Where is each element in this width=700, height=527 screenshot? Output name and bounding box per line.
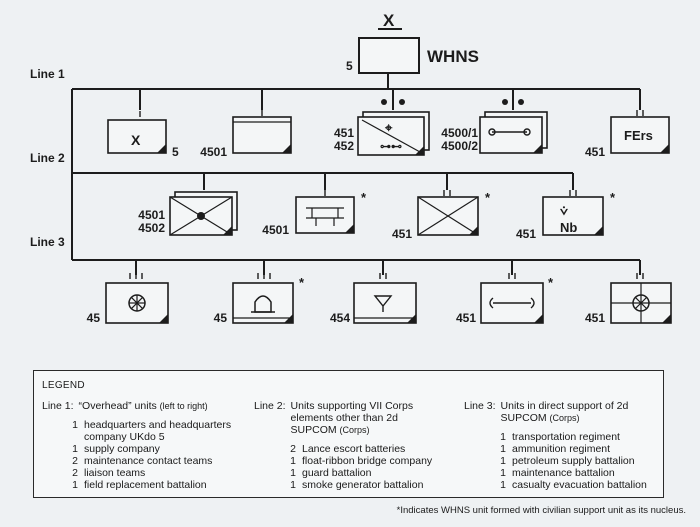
legend-title: LEGEND bbox=[42, 380, 85, 391]
team-dot bbox=[518, 99, 524, 105]
unit-code: 454 bbox=[330, 311, 350, 325]
legend-line1-tag: Line 1: bbox=[42, 400, 74, 412]
unit-inner-label: FErs bbox=[624, 128, 653, 143]
line-label: Line 2 bbox=[30, 151, 65, 165]
legend-line3-heading: Units in direct support of 2d SUPCOM bbox=[500, 400, 629, 424]
team-dot bbox=[381, 99, 387, 105]
civilian-star: * bbox=[610, 190, 616, 205]
legend-line2-heading: Units supporting VII Corps elements othe… bbox=[290, 400, 414, 436]
unit-code: 451 bbox=[334, 126, 354, 140]
civilian-star: * bbox=[485, 190, 491, 205]
legend-column-line1: Line 1: “Overhead” units (left to right)… bbox=[42, 400, 252, 491]
legend-box: LEGEND Line 1: “Overhead” units (left to… bbox=[33, 370, 664, 498]
unit-box-replacement bbox=[610, 116, 670, 154]
unit-code: 4501 bbox=[200, 145, 227, 159]
civilian-star: * bbox=[299, 275, 305, 290]
corner-mark bbox=[469, 226, 478, 235]
legend-column-line2: Line 2: Units supporting VII Corps eleme… bbox=[254, 400, 449, 491]
corner-mark bbox=[415, 146, 424, 155]
whns-code: 5 bbox=[346, 59, 353, 73]
unit-diagonal bbox=[361, 119, 421, 153]
corner-mark bbox=[534, 314, 543, 323]
wrench-icon bbox=[489, 297, 535, 309]
civilian-star: * bbox=[361, 190, 367, 205]
corner-mark bbox=[223, 226, 232, 235]
unit-code: 4500/1 bbox=[441, 126, 478, 140]
line-label: Line 3 bbox=[30, 235, 65, 249]
wheel-icon bbox=[632, 294, 650, 312]
liaison-icon bbox=[488, 128, 496, 136]
corner-mark bbox=[660, 144, 669, 153]
legend-column-line3: Line 3: Units in direct support of 2d SU… bbox=[464, 400, 659, 491]
whns-title: WHNS bbox=[427, 47, 479, 66]
corner-mark bbox=[282, 144, 291, 153]
corner-mark bbox=[345, 224, 354, 233]
corner-mark bbox=[662, 314, 671, 323]
civilian-star: * bbox=[548, 275, 554, 290]
unit-code: 45 bbox=[87, 311, 101, 325]
unit-code: 4500/2 bbox=[441, 139, 478, 153]
corner-mark bbox=[594, 226, 603, 235]
unit-inner-label: X bbox=[131, 132, 141, 148]
petroleum-icon bbox=[373, 295, 393, 312]
unit-box-liaison bbox=[479, 116, 543, 154]
corner-mark bbox=[533, 144, 542, 153]
unit-box-supply bbox=[232, 116, 292, 154]
wrench-icon: ⌖ bbox=[384, 120, 393, 135]
legend-line2-heading-note: (Corps) bbox=[339, 425, 370, 435]
unit-inner-label: Nb bbox=[560, 220, 577, 235]
unit-code: 451 bbox=[585, 311, 605, 325]
unit-code: 451 bbox=[585, 145, 605, 159]
corner-mark bbox=[159, 314, 168, 323]
team-dot bbox=[502, 99, 508, 105]
line-label: Line 1 bbox=[30, 67, 65, 81]
unit-code: 451 bbox=[392, 227, 412, 241]
whns-hq-box bbox=[358, 37, 420, 74]
unit-code: 452 bbox=[334, 139, 354, 153]
unit-code: 4501 bbox=[262, 223, 289, 237]
legend-line3-heading-note: (Corps) bbox=[549, 413, 580, 423]
unit-code: 4501 bbox=[138, 208, 165, 222]
legend-line1-heading: “Overhead” units bbox=[78, 400, 157, 412]
unit-code: 4502 bbox=[138, 221, 165, 235]
ammunition-icon bbox=[254, 295, 272, 313]
legend-line2-tag: Line 2: bbox=[254, 400, 286, 412]
unit-diagonal bbox=[417, 196, 479, 236]
legend-line3-tag: Line 3: bbox=[464, 400, 496, 412]
unit-box-bridge bbox=[295, 196, 355, 234]
wheel-icon bbox=[634, 296, 648, 310]
footnote: *Indicates WHNS unit formed with civilia… bbox=[396, 505, 686, 516]
echelon-mark: X bbox=[383, 11, 395, 30]
unit-box-smoke bbox=[542, 196, 604, 236]
team-dot bbox=[399, 99, 405, 105]
unit-box-hq bbox=[107, 119, 167, 154]
unit-code: 5 bbox=[172, 145, 179, 159]
liaison-icon bbox=[523, 128, 531, 136]
unit-code: 451 bbox=[516, 227, 536, 241]
corner-mark bbox=[157, 144, 166, 153]
unit-code: 451 bbox=[456, 311, 476, 325]
smoke-icon: ⩒ bbox=[559, 203, 568, 218]
wheel-icon bbox=[130, 296, 144, 310]
wrench-icon: ⊶⊷ bbox=[380, 141, 402, 153]
legend-line1-heading-note: (left to right) bbox=[159, 401, 208, 411]
lance-dot bbox=[197, 212, 205, 220]
unit-box-ammunition bbox=[232, 282, 294, 324]
unit-code: 45 bbox=[214, 311, 228, 325]
